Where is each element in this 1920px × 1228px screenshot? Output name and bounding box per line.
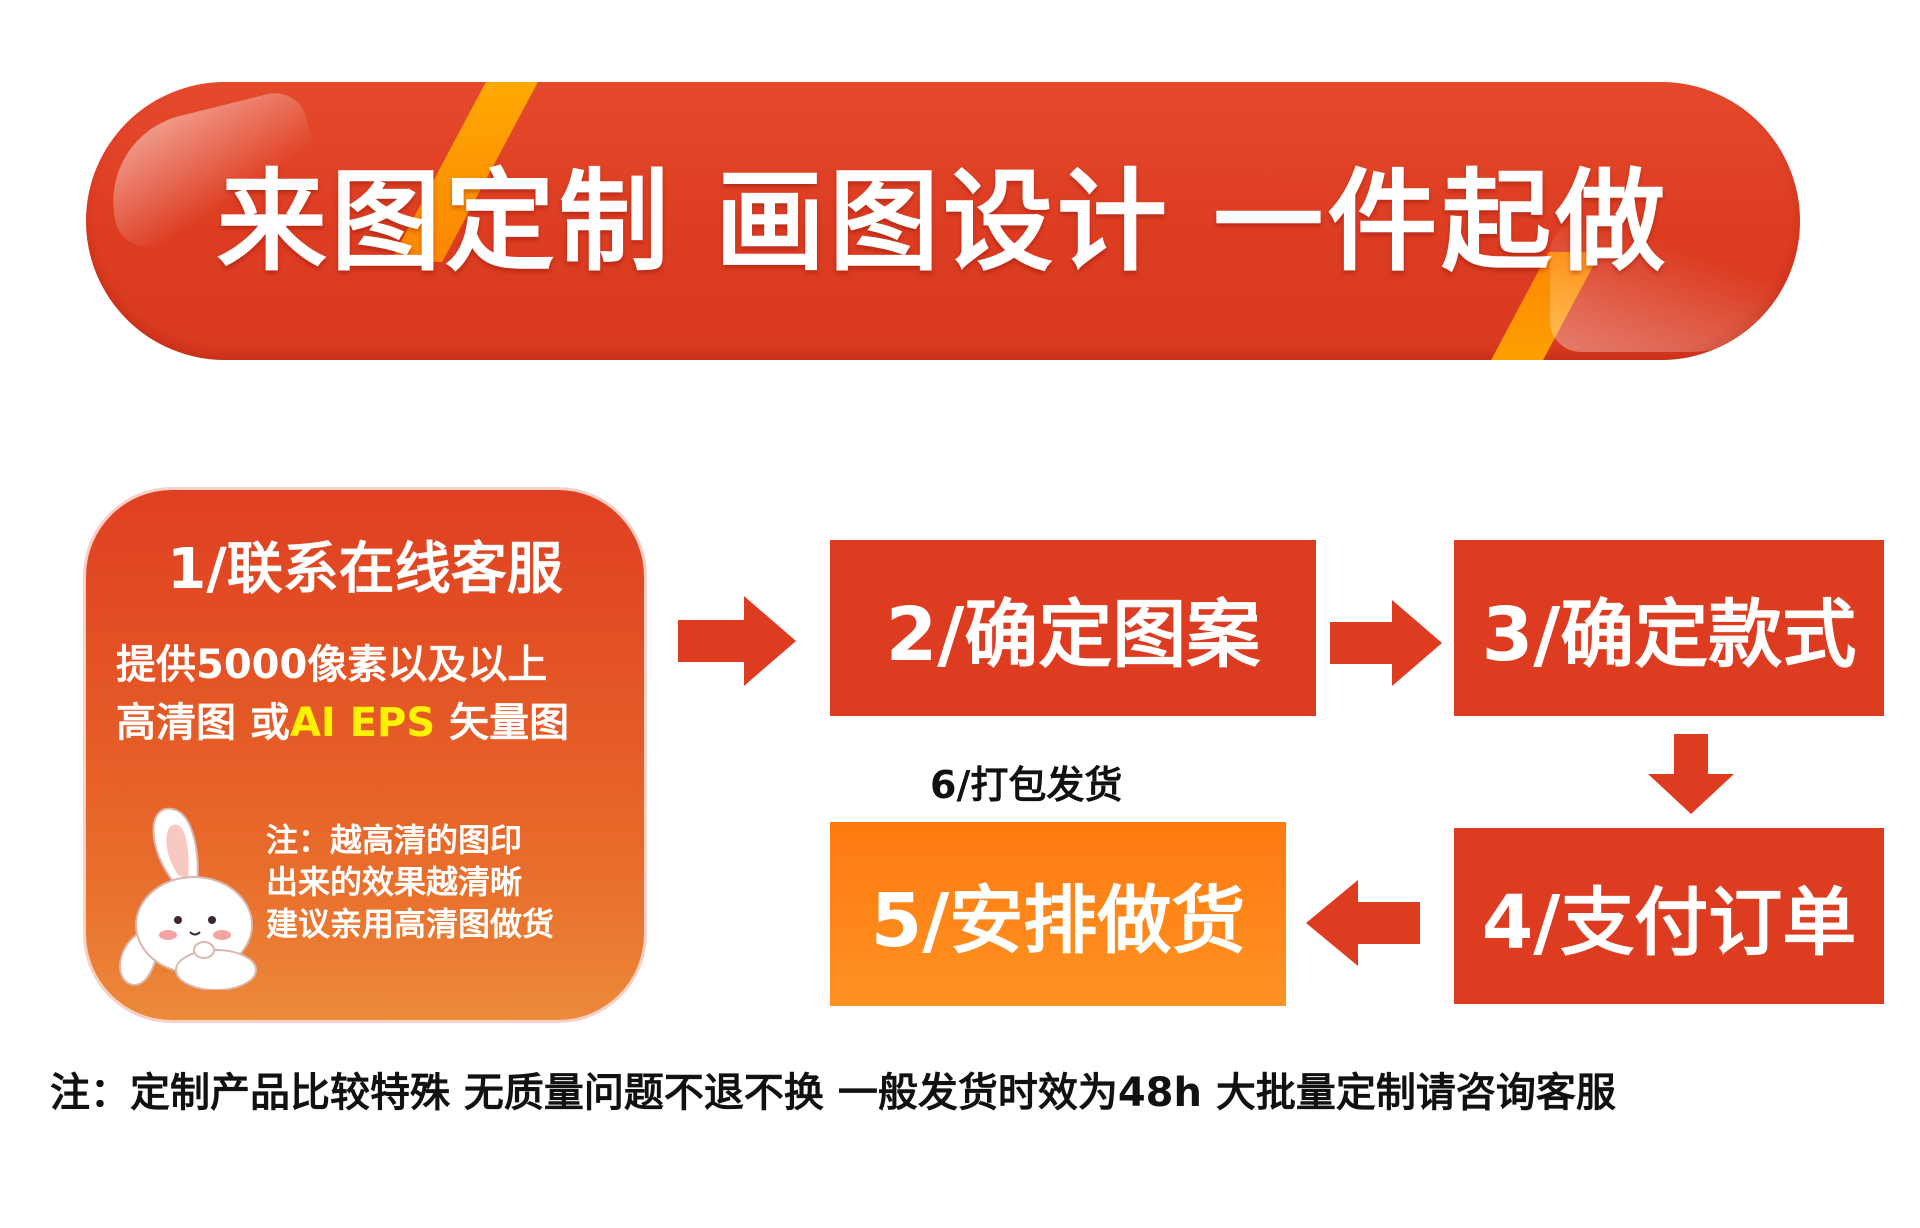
step1-title: 1/联系在线客服 [167, 537, 563, 602]
step1-note-line: 出来的效果越清晰 [266, 863, 523, 901]
banner-gloss [1550, 222, 1790, 352]
step5-box: 5/安排做货 [830, 822, 1286, 1006]
arrow-right-icon [678, 596, 796, 686]
step1-note-line: 注：越高清的图印 [266, 821, 523, 859]
header-banner: 来图定制 画图设计 一件起做 [86, 82, 1800, 360]
step1-card: 1/联系在线客服 提供5000像素以及以上 高清图 或AI EPS 矢量图 注：… [86, 490, 644, 1020]
step6-label: 6/打包发货 [930, 763, 1123, 807]
step1-line2-suffix: 矢量图 [435, 700, 570, 746]
bunny-mascot-icon [119, 807, 257, 990]
step1-line2-prefix: 高清图 或 [116, 700, 290, 746]
step1-note-line: 建议亲用高清图做货 [266, 905, 555, 943]
arrow-down-icon [1648, 734, 1734, 814]
footer-note: 注：定制产品比较特殊 无质量问题不退不换 一般发货时效为48h 大批量定制请咨询… [50, 1070, 1616, 1116]
step3-box: 3/确定款式 [1454, 540, 1884, 716]
step1-requirement-line1: 提供5000像素以及以上 [116, 642, 548, 688]
step4-box: 4/支付订单 [1454, 828, 1884, 1004]
step1-format-highlight: AI EPS [289, 700, 436, 746]
step2-box: 2/确定图案 [830, 540, 1316, 716]
arrow-right-icon [1330, 600, 1442, 686]
arrow-left-icon [1306, 880, 1420, 966]
step1-requirement-line2: 高清图 或AI EPS 矢量图 [116, 698, 624, 748]
banner-title: 来图定制 画图设计 一件起做 [216, 158, 1670, 286]
